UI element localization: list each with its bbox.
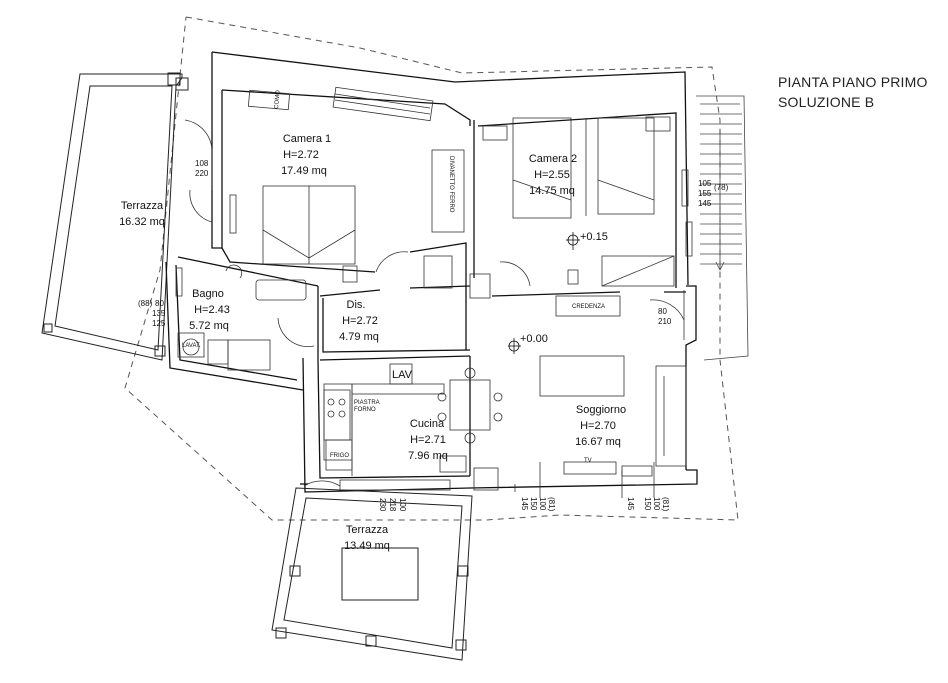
walls-detail	[175, 86, 693, 498]
dim-sogg1-c: (81)	[547, 497, 556, 512]
dim-sogg1-a: 100	[538, 497, 547, 511]
camera2-height: H=2.55	[534, 169, 570, 181]
terrace-lower	[271, 487, 473, 661]
forno-label: FORNO	[354, 407, 376, 413]
bagno-area: 5.72 mq	[189, 320, 229, 332]
dim-sogg2-c: (81)	[661, 497, 670, 512]
dis-height: H=2.72	[342, 315, 378, 327]
dim-sogg2-a: 100	[652, 497, 661, 511]
bagno-height: H=2.43	[194, 304, 230, 316]
camera2-name: Camera 2	[529, 153, 577, 165]
dim-cucina-a: 100	[398, 498, 407, 512]
dis-area: 4.79 mq	[339, 331, 379, 343]
tv-label: TV	[584, 458, 592, 464]
dim-bagno-b: 80	[155, 299, 164, 308]
room-bagno: Bagno H=2.43 5.72 mq	[189, 288, 230, 332]
divanetto-label: DIVANETTO FERRO	[448, 156, 454, 213]
stairs	[696, 95, 749, 361]
bagno-name: Bagno	[192, 288, 224, 300]
dim-sogg1-d: 145	[520, 497, 529, 511]
piastra-label: PIASTRA	[354, 400, 380, 406]
camera2-area: 14.75 mq	[529, 185, 575, 197]
level-upper: +0.15	[580, 231, 608, 243]
dim-cam2-b: (78)	[714, 183, 729, 192]
dis-name: Dis.	[347, 299, 366, 311]
dim-cam1-a: 108	[195, 159, 209, 168]
soggiorno-height: H=2.70	[580, 420, 616, 432]
lavat-label: LAVAT.	[182, 343, 201, 349]
dim-cam1-b: 220	[195, 169, 209, 178]
level-lower: +0.00	[520, 333, 548, 345]
frigo-label: FRIGO	[330, 453, 349, 459]
room-dis: Dis. H=2.72 4.79 mq	[339, 299, 379, 343]
dim-cucina-b: 218	[388, 498, 397, 512]
roof-outline	[124, 16, 739, 521]
room-soggiorno: Soggiorno H=2.70 16.67 mq	[575, 404, 626, 448]
dim-cam2-a: 105	[698, 179, 712, 188]
soggiorno-area: 16.67 mq	[575, 436, 621, 448]
plan-title: PIANTA PIANO PRIMO	[778, 74, 928, 90]
room-terrazza-upper: Terrazza 16.32 mq	[119, 200, 165, 228]
terrazza-lower-area: 13.49 mq	[344, 540, 390, 552]
terrazza-lower-name: Terrazza	[346, 524, 389, 536]
dim-bagno-c: 135	[152, 309, 166, 318]
cucina-height: H=2.71	[410, 434, 446, 446]
dimension-labels: 108 220 105 (78) 155 145 (88) 80 135 125…	[138, 159, 729, 512]
dim-sogg-door-a: 80	[658, 307, 667, 316]
dim-sogg-door-b: 210	[658, 317, 672, 326]
terrazza-upper-name: Terrazza	[121, 200, 164, 212]
como-label: COMÒ	[273, 90, 282, 110]
room-terrazza-lower: Terrazza 13.49 mq	[344, 524, 390, 552]
room-camera2: Camera 2 H=2.55 14.75 mq	[529, 153, 577, 197]
room-cucina: Cucina H=2.71 7.96 mq	[408, 418, 448, 462]
plan-subtitle: SOLUZIONE B	[778, 94, 875, 110]
dim-sogg1-b: 150	[529, 497, 538, 511]
camera1-area: 17.49 mq	[281, 165, 327, 177]
exterior-walls	[165, 51, 698, 493]
dim-cam2-d: 145	[698, 199, 712, 208]
room-camera1: Camera 1 H=2.72 17.49 mq	[281, 133, 331, 177]
dim-sogg2-b: 150	[643, 497, 652, 511]
lav-label: LAV	[392, 369, 413, 381]
dim-bagno-a: (88)	[138, 299, 153, 308]
dim-cam2-c: 155	[698, 189, 712, 198]
dim-cucina-c: 230	[378, 498, 387, 512]
level-markers	[508, 232, 580, 354]
soggiorno-name: Soggiorno	[576, 404, 626, 416]
cucina-area: 7.96 mq	[408, 450, 448, 462]
terrace-upper-left	[41, 72, 189, 361]
credenza-label: CREDENZA	[572, 304, 605, 310]
terrazza-upper-area: 16.32 mq	[119, 216, 165, 228]
dim-bagno-d: 125	[152, 319, 166, 328]
dim-sogg2-d: 145	[626, 497, 635, 511]
camera1-height: H=2.72	[283, 149, 319, 161]
camera1-name: Camera 1	[283, 133, 331, 145]
cucina-name: Cucina	[410, 418, 445, 430]
